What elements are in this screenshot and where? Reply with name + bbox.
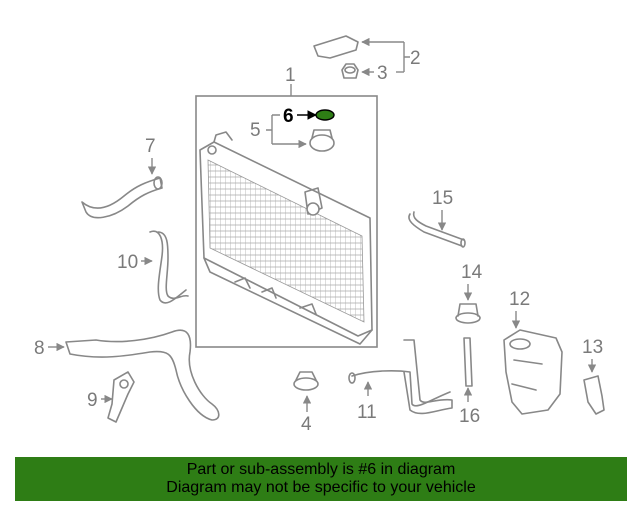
callout-16[interactable]: 16 (459, 406, 480, 427)
callout-3[interactable]: 3 (377, 63, 388, 84)
parts-diagram: 1 6 5 2 3 7 10 (34, 35, 605, 435)
reservoir-tank-part-12[interactable] (503, 329, 563, 415)
radiator-cap-part-5[interactable] (309, 129, 335, 152)
lower-hose-part-8[interactable] (65, 329, 220, 421)
callout-1[interactable]: 1 (285, 65, 296, 86)
radiator (199, 131, 373, 345)
callout-9[interactable]: 9 (87, 390, 98, 411)
callout-10[interactable]: 10 (117, 252, 138, 273)
nut-part-3[interactable] (341, 63, 359, 79)
callout-6[interactable]: 6 (283, 106, 294, 127)
banner-line-2: Diagram may not be specific to your vehi… (166, 479, 476, 496)
tube-part-16[interactable] (463, 337, 473, 387)
callout-12[interactable]: 12 (509, 289, 530, 310)
reservoir-cap-part-14[interactable] (455, 303, 481, 324)
callout-8[interactable]: 8 (34, 338, 45, 359)
rod-part-15[interactable] (408, 211, 466, 248)
callout-15[interactable]: 15 (432, 188, 453, 209)
hose-part-10[interactable] (149, 230, 189, 304)
info-banner: Part or sub-assembly is #6 in diagram Di… (15, 457, 627, 501)
o-ring-part-6[interactable] (315, 109, 335, 121)
callout-11[interactable]: 11 (357, 402, 377, 423)
bracket-part-2[interactable] (313, 35, 359, 59)
upper-hose-part-7[interactable] (81, 176, 163, 219)
clip-part-9[interactable] (107, 371, 135, 423)
callout-14[interactable]: 14 (461, 262, 483, 283)
grommet-part-4[interactable] (293, 371, 319, 391)
radiator-assembly-box (195, 95, 378, 348)
pipe-part-11[interactable] (348, 339, 453, 415)
banner-line-1: Part or sub-assembly is #6 in diagram (186, 461, 456, 478)
bracket-part-13[interactable] (583, 375, 605, 415)
callout-5[interactable]: 5 (250, 120, 261, 141)
callout-13[interactable]: 13 (582, 337, 603, 358)
callout-2[interactable]: 2 (410, 48, 421, 69)
callout-7[interactable]: 7 (145, 136, 156, 157)
callout-4[interactable]: 4 (301, 414, 312, 435)
